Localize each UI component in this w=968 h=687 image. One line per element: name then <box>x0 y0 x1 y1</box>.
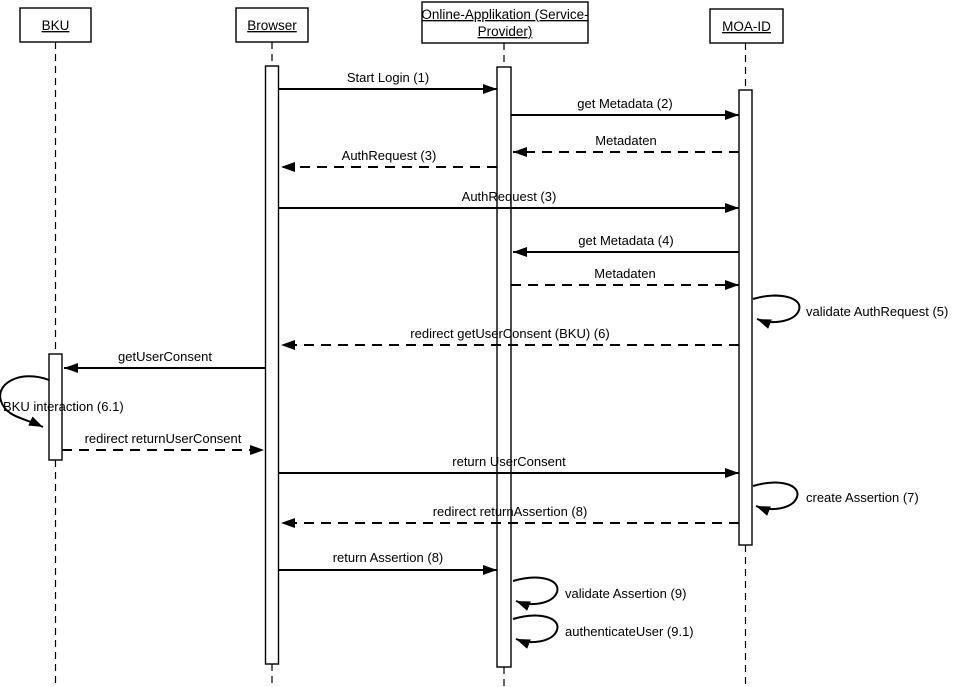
activation-service-provider <box>496 66 512 668</box>
message-return-assertion: return Assertion (8) <box>279 550 497 575</box>
activation-browser <box>264 65 280 665</box>
actor-browser: Browser <box>235 7 309 43</box>
actor-service-provider: Online-Applikation (Service- Provider) <box>421 1 589 44</box>
message-get-metadata-2: get Metadata (2) <box>511 96 739 120</box>
message-label: redirect returnUserConsent <box>85 431 242 446</box>
message-redirect-getuserconsent: redirect getUserConsent (BKU) (6) <box>281 326 739 350</box>
actor-label-service-provider-line2: Provider) <box>478 24 533 39</box>
self-loop-arc <box>512 576 559 611</box>
message-label: getUserConsent <box>118 349 212 364</box>
self-loop-arc <box>752 294 801 329</box>
self-message-authenticateuser: authenticateUser (9.1) <box>512 614 694 649</box>
message-label: AuthRequest (3) <box>342 148 437 163</box>
message-label: redirect getUserConsent (BKU) (6) <box>410 326 609 341</box>
actor-label-service-provider-line1: Online-Applikation (Service- <box>421 7 588 22</box>
message-redirect-returnuserconsent: redirect returnUserConsent <box>62 431 264 455</box>
lifelines <box>54 42 747 687</box>
self-message-validate-authrequest: validate AuthRequest (5) <box>752 294 948 329</box>
activation-bku <box>48 353 63 461</box>
activation-bars <box>48 65 753 668</box>
message-get-metadata-4: get Metadata (4) <box>513 233 739 257</box>
message-label: Metadaten <box>594 266 655 281</box>
actor-bku: BKU <box>19 7 92 43</box>
self-loop-arc <box>0 375 50 428</box>
message-authrequest-redirect: AuthRequest (3) <box>281 148 497 172</box>
message-redirect-returnassertion: redirect returnAssertion (8) <box>281 504 739 528</box>
message-label: validate Assertion (9) <box>565 586 686 601</box>
actor-box-bku <box>19 7 92 43</box>
actor-label-browser: Browser <box>247 18 297 33</box>
message-label: BKU interaction (6.1) <box>3 399 124 414</box>
actor-label-moa-id: MOA-ID <box>722 19 771 34</box>
self-message-validate-assertion: validate Assertion (9) <box>512 576 686 611</box>
message-label: Start Login (1) <box>347 70 429 85</box>
self-message-bku-interaction: BKU interaction (6.1) <box>0 375 124 428</box>
message-label: Metadaten <box>595 133 656 148</box>
message-label: get Metadata (4) <box>578 233 673 248</box>
message-label: return Assertion (8) <box>333 550 444 565</box>
actor-label-bku: BKU <box>42 18 70 33</box>
message-label: authenticateUser (9.1) <box>565 624 694 639</box>
message-return-userconsent: return UserConsent <box>279 454 739 478</box>
actor-box-moa-id <box>709 8 784 44</box>
self-loop-arc <box>512 614 559 649</box>
message-label: validate AuthRequest (5) <box>806 304 948 319</box>
message-label: get Metadata (2) <box>577 96 672 111</box>
actor-box-service-provider <box>421 1 589 44</box>
message-metadaten-return-1: Metadaten <box>513 133 739 157</box>
message-authrequest-forward: AuthRequest (3) <box>279 189 739 213</box>
activation-moa-id <box>738 89 753 546</box>
self-loop-arc <box>752 481 799 516</box>
message-label: AuthRequest (3) <box>462 189 557 204</box>
actor-moa-id: MOA-ID <box>709 8 784 44</box>
message-label: create Assertion (7) <box>806 490 919 505</box>
message-start-login: Start Login (1) <box>279 70 497 94</box>
message-label: redirect returnAssertion (8) <box>433 504 588 519</box>
message-metadaten-return-2: Metadaten <box>511 266 739 290</box>
message-getuserconsent: getUserConsent <box>64 349 265 373</box>
actor-box-browser <box>235 7 309 43</box>
message-label: return UserConsent <box>452 454 566 469</box>
self-message-create-assertion: create Assertion (7) <box>752 481 919 516</box>
